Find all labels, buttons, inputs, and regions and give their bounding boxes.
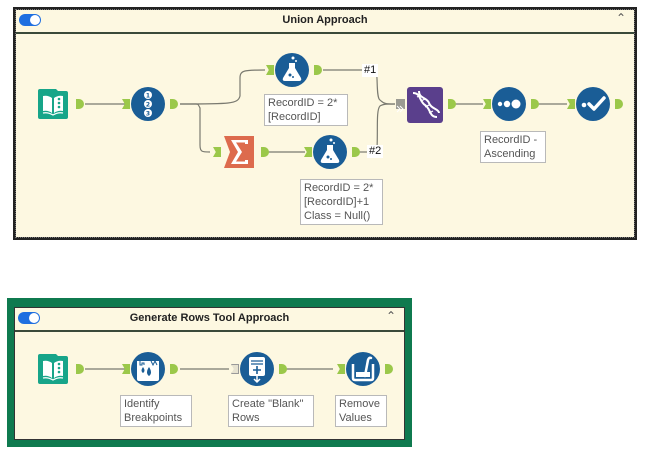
output-anchor[interactable] (352, 147, 360, 157)
add-rows-icon (249, 357, 265, 384)
annotation-line: Identify (124, 398, 160, 410)
output-anchor[interactable] (170, 364, 178, 374)
input-anchor[interactable] (122, 364, 130, 374)
output-anchor[interactable] (76, 364, 84, 374)
annotation-line: RecordID = 2* (304, 182, 374, 194)
tool-multi-row-formula[interactable] (122, 352, 178, 386)
annotation-line: Class = Null() (304, 210, 371, 222)
container-header[interactable]: Generate Rows Tool Approach ⌃ (15, 308, 404, 332)
tool-annotation: Identify Breakpoints (120, 395, 192, 427)
container-title: Generate Rows Tool Approach (129, 312, 290, 324)
svg-text:1: 1 (146, 93, 150, 100)
input-anchor[interactable] (122, 99, 130, 109)
annotation-line: Breakpoints (124, 412, 183, 424)
output-anchor[interactable] (314, 65, 322, 75)
input-anchor[interactable] (266, 65, 274, 75)
tool-annotation: Create "Blank" Rows (228, 395, 314, 427)
dna-icon (407, 87, 443, 123)
container-title: Union Approach (282, 14, 368, 26)
tool-data-cleansing[interactable] (337, 352, 393, 386)
connection-label: #1 (362, 64, 379, 77)
tool-annotation: Remove Values (335, 395, 387, 427)
input-anchor[interactable] (483, 99, 491, 109)
annotation-line: Remove (339, 398, 380, 410)
annotation-line: RecordID - (484, 134, 538, 146)
output-anchor[interactable] (385, 364, 393, 374)
sigma-icon (224, 136, 254, 168)
book-icon (38, 89, 68, 119)
collapse-icon[interactable]: ⌃ (385, 309, 396, 323)
tool-annotation: RecordID = 2* [RecordID]+1 Class = Null(… (300, 179, 383, 225)
output-anchor[interactable] (615, 99, 623, 109)
numbered-list-icon: 1 2 3 (144, 91, 152, 118)
annotation-line: [RecordID] (268, 111, 321, 123)
tool-record-id[interactable]: 1 2 3 (122, 87, 178, 121)
output-anchor[interactable] (261, 147, 269, 157)
annotation-line: RecordID = 2* (268, 97, 338, 109)
svg-text:2: 2 (146, 102, 150, 109)
input-anchor[interactable] (337, 364, 345, 374)
container-enable-toggle[interactable] (19, 14, 41, 26)
collapse-icon[interactable]: ⌃ (615, 11, 626, 25)
flask-icon (282, 56, 302, 81)
connection-label: #2 (367, 145, 384, 158)
flask-icon (320, 138, 340, 163)
output-anchor[interactable] (76, 99, 84, 109)
output-anchor[interactable] (279, 364, 287, 374)
brush-jar-icon (351, 356, 375, 382)
output-anchor[interactable] (531, 99, 539, 109)
tool-annotation: RecordID = 2* [RecordID] (264, 94, 348, 126)
tool-formula-2[interactable] (304, 135, 360, 169)
container-enable-toggle[interactable] (18, 312, 40, 324)
sort-dots-icon (497, 99, 521, 109)
input-anchor[interactable] (304, 147, 312, 157)
annotation-line: Ascending (484, 148, 536, 160)
input-anchor[interactable] (567, 99, 575, 109)
annotation-line: Create "Blank" (232, 398, 304, 410)
book-icon (38, 354, 68, 384)
tool-union[interactable] (396, 87, 456, 123)
multi-input-anchor[interactable] (396, 99, 405, 113)
output-anchor[interactable] (448, 99, 456, 109)
tool-input-data[interactable] (36, 87, 84, 121)
check-icon (581, 96, 606, 111)
annotation-line: Rows (232, 412, 260, 424)
tool-summarize[interactable] (213, 135, 269, 169)
tool-select[interactable] (567, 87, 623, 121)
container-header[interactable]: Union Approach ⌃ (16, 10, 634, 34)
tool-sort[interactable] (483, 87, 539, 121)
tool-formula-1[interactable] (266, 53, 322, 87)
tool-generate-rows[interactable] (231, 352, 287, 386)
output-anchor[interactable] (170, 99, 178, 109)
drops-icon (137, 359, 159, 381)
tool-annotation: RecordID - Ascending (480, 131, 546, 163)
annotation-line: [RecordID]+1 (304, 196, 370, 208)
annotation-line: Values (339, 412, 372, 424)
tool-input-data[interactable] (36, 352, 84, 386)
input-anchor[interactable] (213, 147, 221, 157)
svg-text:3: 3 (146, 111, 150, 118)
